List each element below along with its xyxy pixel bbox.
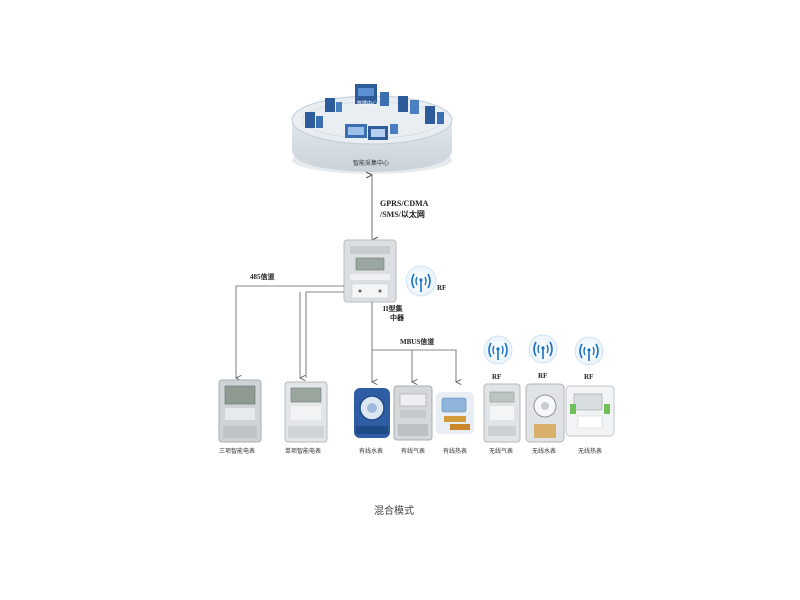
wired-water-meter-image: [354, 388, 390, 438]
wireless-heat-meter-image: [565, 385, 615, 437]
channel-mbus-label: MBUS信道: [400, 338, 435, 346]
device-label: 无线热表: [578, 448, 603, 455]
bus-485-lines: [236, 285, 344, 378]
diagram-caption: 混合模式: [374, 506, 414, 517]
device-label: 无线水表: [532, 448, 557, 455]
concentrator-label-line1: II型集: [383, 305, 403, 313]
wired-gas-meter-image: [393, 385, 433, 441]
device-label: 无线气表: [489, 448, 514, 455]
rf-antenna-icon: [483, 335, 513, 365]
network-label-line1: GPRS/CDMA: [380, 199, 429, 208]
three-phase-meter-image: [218, 379, 262, 443]
datacenter-label: 数据中心: [357, 101, 378, 107]
rf-antenna-icon: [528, 334, 558, 364]
platform-label: 智能采集中心: [353, 160, 390, 167]
network-label-line2: /SMS/以太网: [380, 210, 425, 219]
wireless-water-meter-image: [525, 383, 565, 443]
rf-antenna-icon: [574, 336, 604, 366]
device-label: 三项智能电表: [219, 448, 256, 455]
channel-485-label: 485信道: [250, 273, 275, 281]
rf-label: RF: [437, 284, 447, 292]
rf-label: RF: [584, 373, 594, 381]
device-label: 单项智能电表: [285, 448, 322, 455]
wired-heat-meter-image: [436, 392, 474, 434]
rf-antenna-icon: [405, 265, 437, 297]
rf-label: RF: [538, 372, 548, 380]
single-phase-meter-image: [284, 381, 328, 443]
bus-mbus-lines: [372, 302, 456, 382]
wireless-gas-meter-image: [483, 383, 521, 443]
device-label: 有线水表: [359, 448, 384, 455]
concentrator-label-line2: 中器: [390, 314, 404, 322]
concentrator-device: [343, 239, 397, 303]
data-center-platform: [291, 84, 453, 174]
rf-label: RF: [492, 373, 502, 381]
server-building-icon: [305, 84, 444, 140]
device-label: 有线热表: [443, 448, 468, 455]
device-label: 有线气表: [401, 448, 426, 455]
